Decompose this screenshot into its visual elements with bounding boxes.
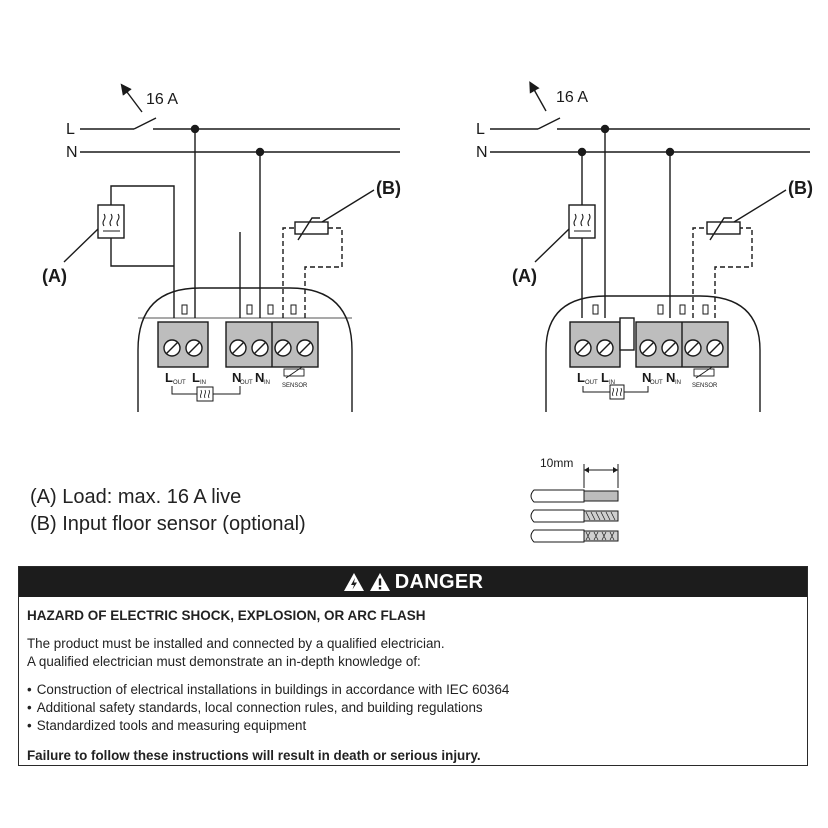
label-a-leader — [534, 228, 570, 263]
term-n-out: N — [642, 370, 651, 385]
danger-title: DANGER — [394, 570, 484, 593]
strip-length-label: 10mm — [540, 456, 573, 470]
sensor-label: SENSOR — [692, 383, 718, 389]
heater-icon — [612, 387, 622, 397]
wire-load-top — [110, 185, 175, 318]
term-l-out: L — [577, 370, 585, 385]
wire-entry-marks — [181, 304, 297, 315]
terminal-screws — [163, 339, 314, 357]
label-b: (B) — [788, 178, 813, 198]
load-box — [97, 204, 125, 239]
line-label-n: N — [476, 144, 488, 161]
term-l-out: L — [165, 370, 173, 385]
danger-box: DANGER HAZARD OF ELECTRIC SHOCK, EXPLOSI… — [18, 566, 808, 766]
rating-label: 16 A — [146, 91, 178, 108]
legend-a: (A) Load: max. 16 A live — [30, 486, 242, 508]
label-b: (B) — [376, 178, 401, 198]
sensor-wire — [714, 227, 753, 318]
terminal-screws — [574, 339, 724, 357]
term-l-in: L — [192, 370, 200, 385]
warning-triangle-icon — [369, 573, 390, 591]
dimension-arrow — [584, 467, 589, 473]
wiring-diagrams: L N 16 A (A) (B) — [42, 81, 813, 470]
sensor-curve — [297, 217, 320, 241]
load-box — [568, 204, 596, 239]
sensor-wire — [282, 227, 295, 318]
electric-shock-warning-icon — [343, 573, 364, 591]
switch-arrow — [120, 83, 143, 113]
heater-icon — [102, 213, 120, 232]
failure-warning: Failure to follow these instructions wil… — [27, 748, 481, 763]
term-l-in-sub: IN — [609, 380, 615, 386]
label-a: (A) — [42, 266, 67, 286]
danger-header: DANGER — [19, 567, 807, 597]
term-l-out-sub: OUT — [585, 380, 598, 386]
sensor-wire — [692, 227, 707, 318]
knowledge-item: Additional safety standards, local conne… — [27, 699, 799, 717]
term-l-out-sub: OUT — [173, 380, 186, 386]
danger-body: HAZARD OF ELECTRIC SHOCK, EXPLOSION, OR … — [19, 597, 807, 765]
term-n-in-sub: IN — [675, 380, 681, 386]
wire-strip-detail: 10mm — [540, 456, 573, 470]
wire-strip-illustration — [530, 464, 619, 543]
danger-paragraph-2: A qualified electrician must demonstrate… — [27, 654, 421, 669]
term-n-out: N — [232, 370, 241, 385]
heater-icon — [573, 213, 591, 232]
term-n-out-sub: OUT — [650, 380, 663, 386]
wire-solid — [530, 489, 619, 503]
label-a-leader — [63, 228, 99, 263]
label-a: (A) — [512, 266, 537, 286]
wire-stranded — [530, 509, 619, 523]
sensor-curve — [709, 217, 732, 241]
sensor-label: SENSOR — [282, 383, 308, 389]
sensor-wire — [304, 227, 343, 318]
device-housing — [545, 295, 761, 412]
switch-arrow — [529, 81, 547, 112]
knowledge-item: Construction of electrical installations… — [27, 681, 799, 699]
bridge-wire — [582, 386, 610, 393]
wire-ferrule — [530, 529, 619, 543]
sensor-symbol-line — [285, 366, 303, 379]
term-n-in: N — [255, 370, 264, 385]
label-b-leader — [733, 189, 787, 223]
bridge-wire — [213, 386, 241, 395]
bridge-heater — [196, 386, 214, 402]
bridge-wire — [171, 386, 197, 395]
switch-blade — [133, 117, 157, 130]
knowledge-list: Construction of electrical installations… — [27, 681, 799, 735]
sensor-symbol-line — [695, 366, 713, 379]
heater-icon — [200, 389, 210, 399]
sensor-symbol — [283, 368, 305, 377]
wire-load-bottom — [110, 238, 174, 267]
term-l-in: L — [601, 370, 609, 385]
label-b-leader — [321, 189, 375, 223]
device-housing — [137, 287, 353, 412]
bridge-heater — [609, 384, 625, 400]
wire-entry-marks — [592, 304, 709, 315]
danger-paragraph-1: The product must be installed and connec… — [27, 636, 445, 651]
diagram-right: L N 16 A (A) (B) — [476, 81, 813, 412]
sensor-symbol — [693, 368, 715, 377]
dimension-arrow — [613, 467, 618, 473]
legend-b: (B) Input floor sensor (optional) — [30, 513, 306, 535]
term-n-in-sub: IN — [264, 380, 270, 386]
term-n-in: N — [666, 370, 675, 385]
diagram-left: L N 16 A (A) (B) — [42, 83, 401, 412]
legend: (A) Load: max. 16 A live (B) Input floor… — [30, 484, 306, 538]
line-label-n: N — [66, 144, 78, 161]
terminal-gap — [619, 317, 635, 351]
line-label-l: L — [66, 121, 75, 138]
hazard-heading: HAZARD OF ELECTRIC SHOCK, EXPLOSION, OR … — [27, 608, 426, 623]
bridge-wire — [624, 386, 649, 393]
sensor-resistor — [294, 221, 329, 235]
knowledge-item: Standardized tools and measuring equipme… — [27, 717, 799, 735]
term-l-in-sub: IN — [200, 380, 206, 386]
switch-blade — [537, 117, 561, 130]
term-n-out-sub: OUT — [240, 380, 253, 386]
sensor-resistor — [706, 221, 741, 235]
line-label-l: L — [476, 121, 485, 138]
rating-label: 16 A — [556, 89, 588, 106]
